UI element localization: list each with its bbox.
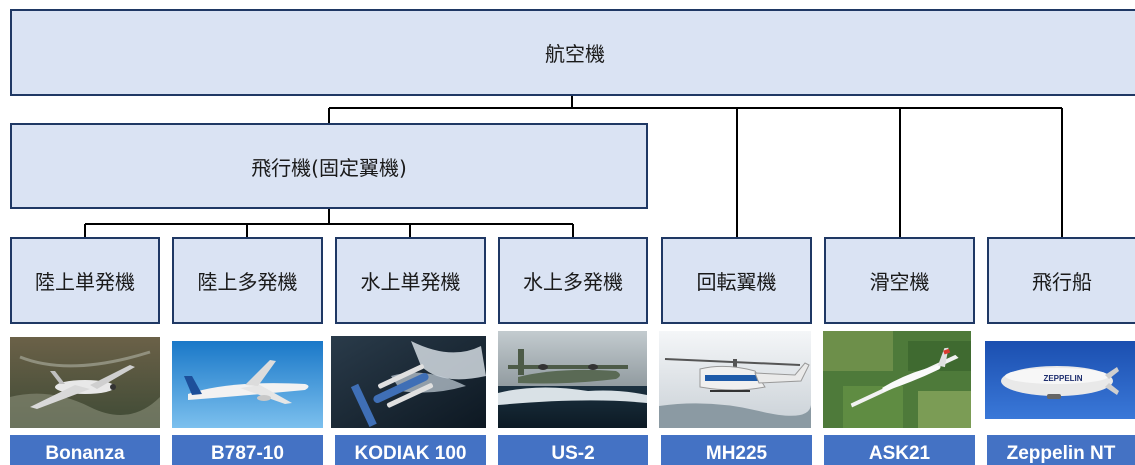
caption-text: US-2 (551, 443, 595, 464)
node-label: 水上多発機 (523, 270, 623, 294)
node-land-multi: 陸上多発機 (172, 237, 323, 324)
node-label: 飛行機(固定翼機) (251, 155, 407, 180)
photo-mh225 (659, 331, 811, 428)
caption-text: KODIAK 100 (354, 443, 467, 464)
photo-us2 (498, 331, 647, 428)
caption-text: B787-10 (211, 443, 284, 464)
caption-b787: B787-10 (172, 435, 323, 465)
caption-text: ASK21 (868, 443, 931, 464)
node-label: 航空機 (545, 42, 605, 66)
node-label: 陸上単発機 (35, 270, 135, 294)
caption-text: Bonanza (45, 443, 125, 464)
node-label: 水上単発機 (360, 270, 461, 294)
photo-kodiak (331, 336, 486, 428)
node-rotorcraft: 回転翼機 (661, 237, 812, 324)
node-label: 回転翼機 (696, 270, 777, 294)
node-glider: 滑空機 (824, 237, 975, 324)
caption-zeppelin: Zeppelin NT (987, 435, 1135, 465)
caption-bonanza: Bonanza (10, 435, 160, 465)
node-sea-single: 水上単発機 (335, 237, 486, 324)
node-aircraft: 航空機 (10, 9, 1135, 96)
node-land-single: 陸上単発機 (10, 237, 160, 324)
caption-us2: US-2 (498, 435, 648, 465)
node-fixed-wing: 飛行機(固定翼機) (10, 123, 648, 209)
node-airship: 飛行船 (987, 237, 1135, 324)
caption-ask21: ASK21 (824, 435, 975, 465)
photo-ask21 (823, 331, 971, 428)
caption-kodiak: KODIAK 100 (335, 435, 486, 465)
node-label: 陸上多発機 (197, 270, 298, 294)
caption-text: MH225 (705, 443, 768, 464)
airship-logo-text: ZEPPELIN (1043, 374, 1082, 383)
photo-zeppelin: ZEPPELIN (985, 341, 1135, 419)
caption-mh225: MH225 (661, 435, 812, 465)
photo-bonanza (10, 337, 160, 428)
node-label: 滑空機 (869, 270, 930, 294)
node-label: 飛行船 (1032, 270, 1092, 294)
photo-b787 (172, 341, 323, 428)
caption-text: Zeppelin NT (1006, 443, 1116, 464)
node-sea-multi: 水上多発機 (498, 237, 648, 324)
